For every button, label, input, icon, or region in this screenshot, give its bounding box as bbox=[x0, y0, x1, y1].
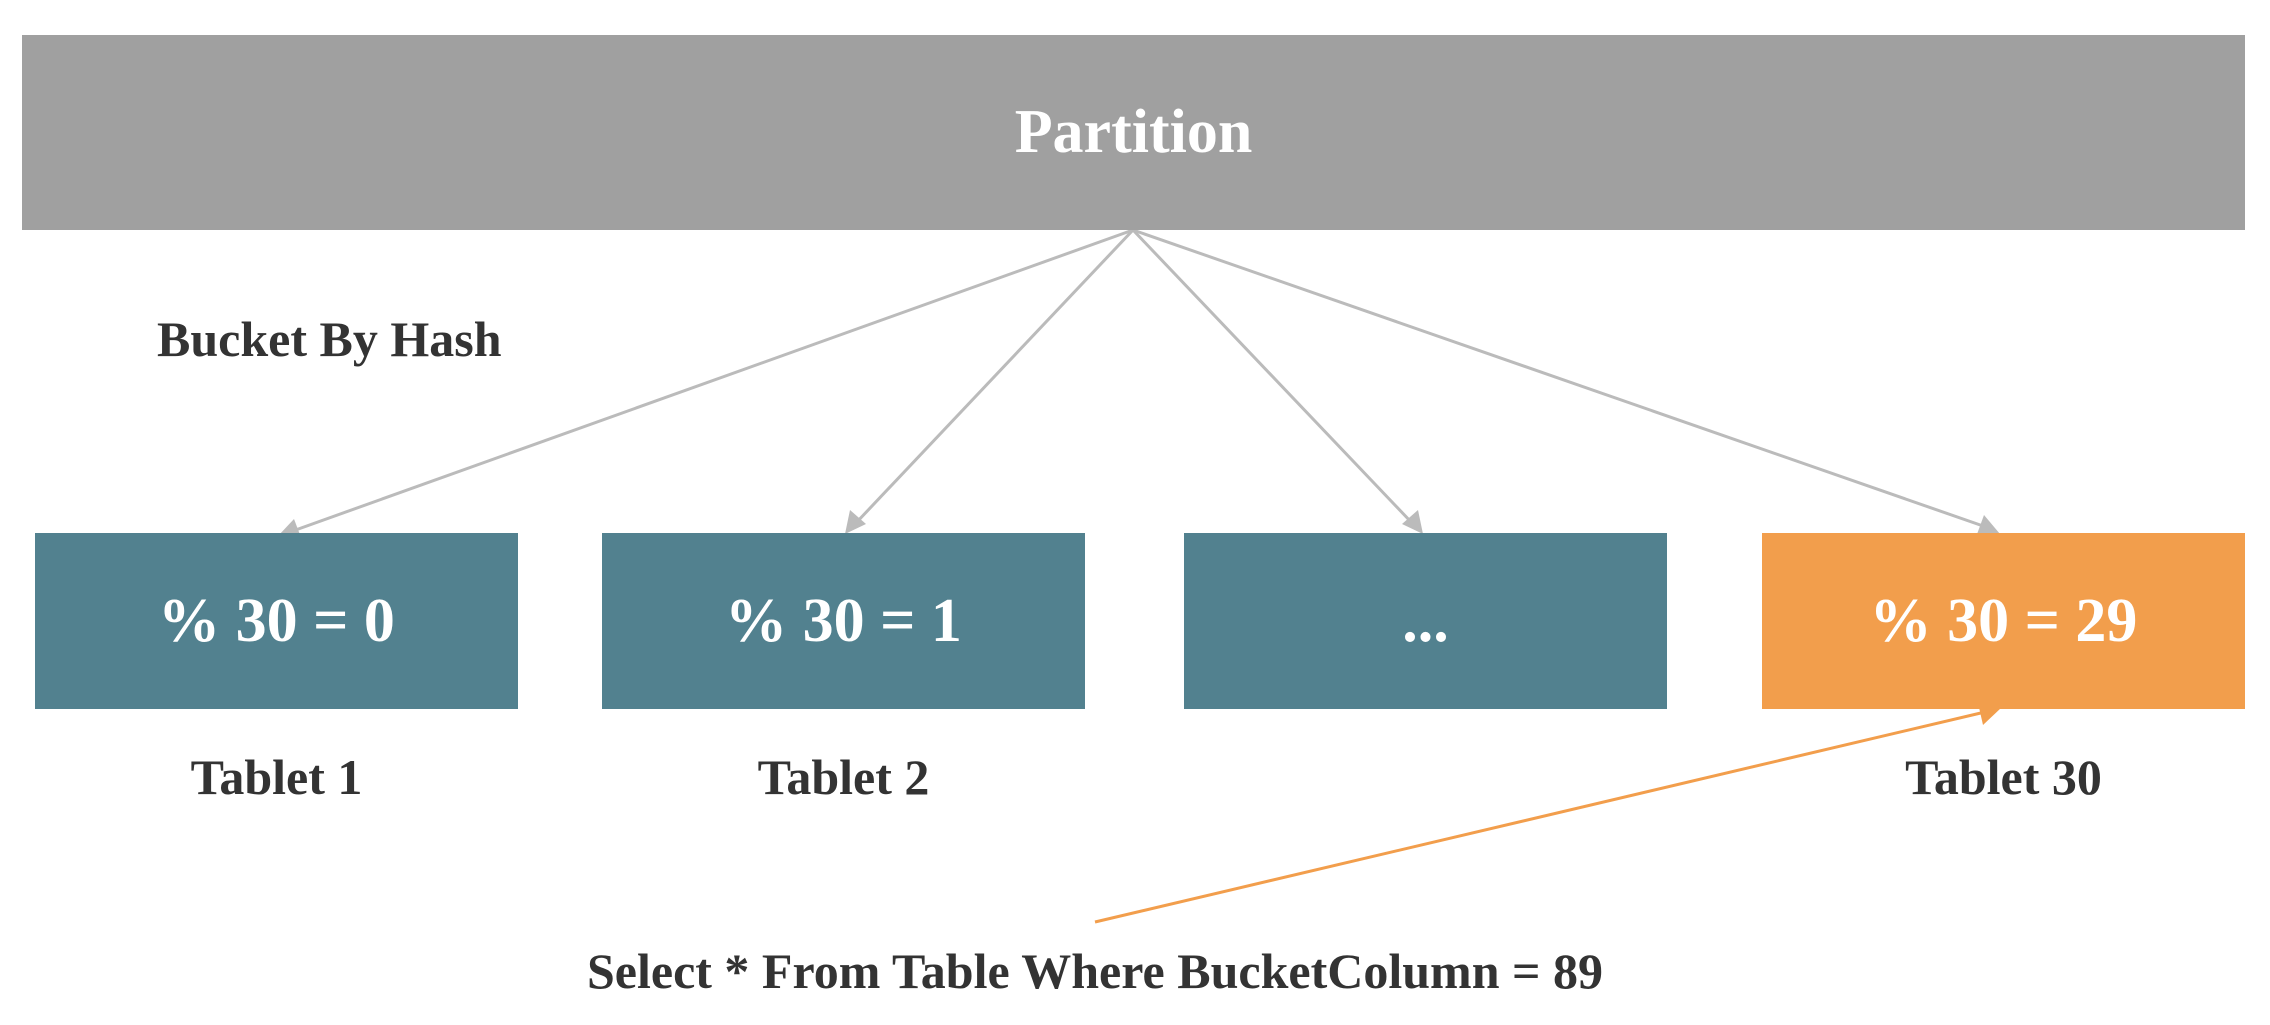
partition-box: Partition bbox=[22, 35, 2245, 230]
arrow-to-bucket-1 bbox=[289, 228, 1134, 534]
tablet-label-2: Tablet 2 bbox=[757, 749, 930, 805]
partition-label: Partition bbox=[1014, 98, 1253, 166]
bucket-label-ellipsis: ... bbox=[1402, 586, 1449, 655]
arrowhead-bucket-2 bbox=[845, 510, 866, 534]
tablet-label-1: Tablet 1 bbox=[190, 749, 363, 805]
bucket-label-1: % 30 = 1 bbox=[725, 586, 962, 655]
partition-to-bucket-arrows bbox=[278, 228, 2000, 540]
bucket-box-ellipsis: ... bbox=[1184, 533, 1667, 709]
arrow-to-bucket-3 bbox=[1131, 228, 1415, 526]
tablet-label-30: Tablet 30 bbox=[1905, 749, 2102, 805]
arrowhead-bucket-3 bbox=[1402, 510, 1423, 534]
query-text: Select * From Table Where BucketColumn =… bbox=[587, 943, 1603, 999]
bucket-box-29: % 30 = 29 bbox=[1762, 533, 2245, 709]
bucket-box-0: % 30 = 0 bbox=[35, 533, 518, 709]
bucket-box-1: % 30 = 1 bbox=[602, 533, 1085, 709]
arrow-to-bucket-4 bbox=[1132, 228, 1987, 529]
arrow-to-bucket-2 bbox=[853, 228, 1135, 526]
query-to-bucket-29-arrow bbox=[1094, 710, 1986, 924]
bucket-method-label: Bucket By Hash bbox=[157, 311, 502, 367]
query-arrow bbox=[1094, 703, 2001, 924]
bucket-label-29: % 30 = 29 bbox=[1869, 586, 2138, 655]
bucket-label-0: % 30 = 0 bbox=[158, 586, 395, 655]
